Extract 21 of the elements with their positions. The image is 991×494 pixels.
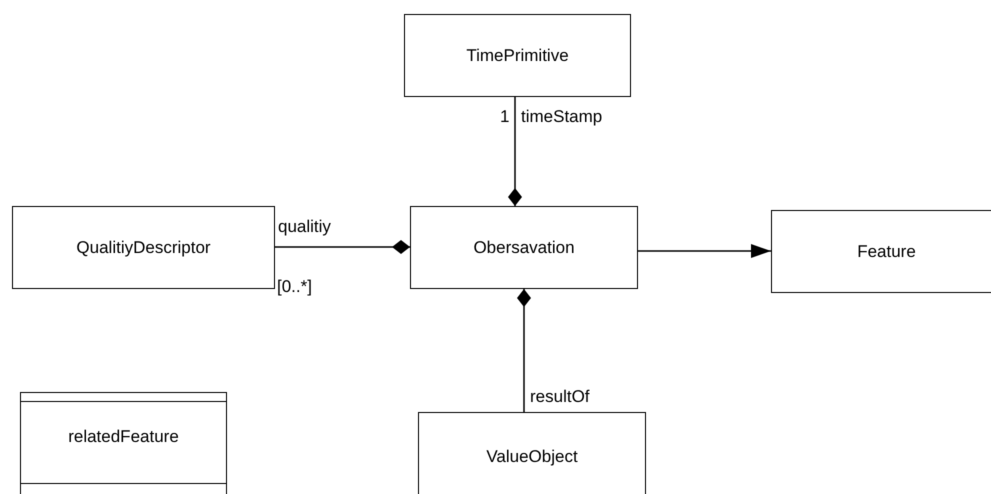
edge-label: timeStamp bbox=[521, 108, 602, 125]
class-name: QualitiyDescriptor bbox=[76, 238, 211, 258]
class-box bbox=[410, 206, 638, 289]
class-name: Feature bbox=[857, 242, 916, 262]
class-name: Obersavation bbox=[473, 238, 575, 258]
class-box bbox=[404, 14, 631, 97]
connector bbox=[508, 97, 522, 206]
connector bbox=[517, 289, 531, 412]
class-box bbox=[20, 392, 227, 494]
class-box bbox=[12, 206, 275, 289]
multiplicity-label: 1 bbox=[500, 108, 510, 125]
edge-label: resultOf bbox=[530, 388, 590, 405]
class-name: ValueObject bbox=[486, 447, 578, 467]
connector bbox=[638, 244, 771, 258]
class-name: relatedFeature bbox=[67, 427, 180, 447]
class-box bbox=[771, 210, 991, 293]
edge-label: qualitiy bbox=[278, 218, 331, 235]
class-box bbox=[418, 412, 646, 494]
class-name: TimePrimitive bbox=[466, 46, 569, 66]
multiplicity-label: [0..*] bbox=[277, 278, 312, 295]
connector bbox=[275, 240, 410, 254]
